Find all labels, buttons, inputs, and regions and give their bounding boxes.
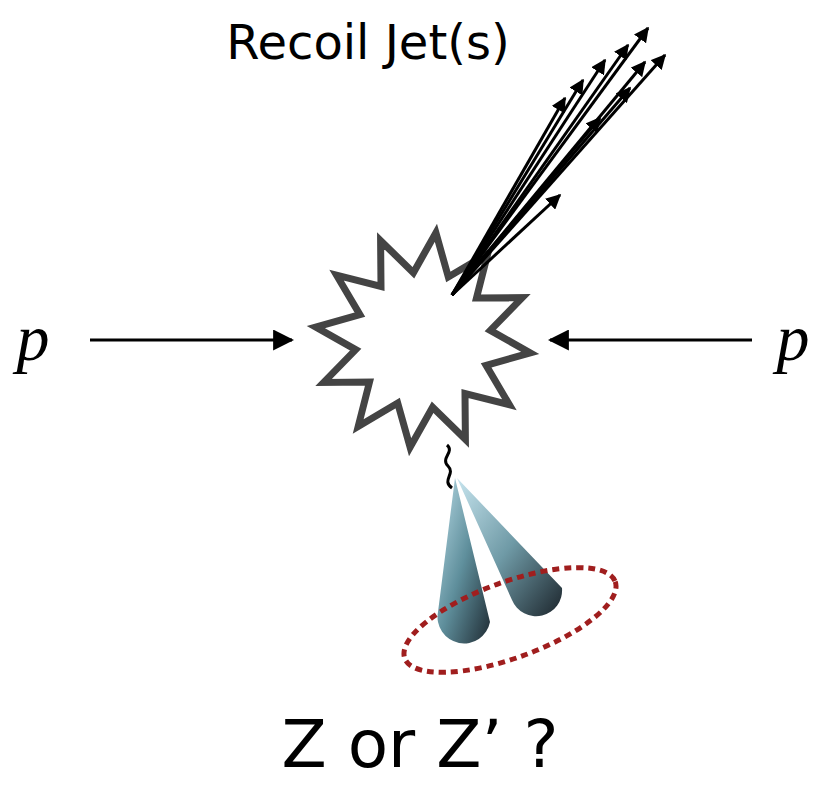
proton-label: p <box>17 305 50 371</box>
fat-jet-ellipse <box>392 546 628 694</box>
recoil-jet-arrows <box>452 28 665 295</box>
question-label: Z or Z’ ? <box>282 712 559 778</box>
proton-label: p <box>777 305 810 371</box>
beam-arrow <box>550 339 752 342</box>
collision-starburst <box>316 233 530 447</box>
jet-label: Recoil Jet(s) <box>226 18 509 66</box>
boson-propagator <box>446 445 452 488</box>
beam-arrow <box>90 339 292 342</box>
jet-cone <box>438 478 490 643</box>
